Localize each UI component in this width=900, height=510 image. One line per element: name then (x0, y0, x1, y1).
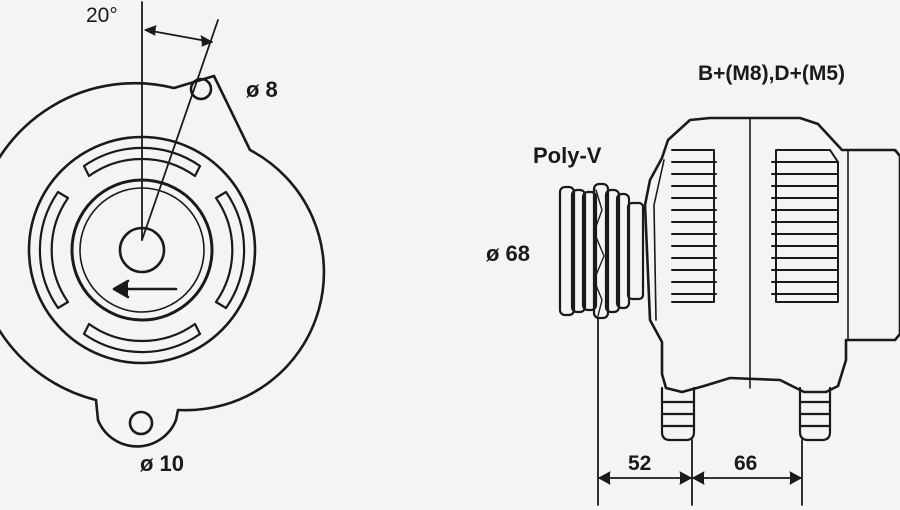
housing-side-outline (643, 116, 900, 394)
mounting-foot-rear (798, 386, 832, 442)
pulley-type-label: Poly-V (533, 143, 602, 168)
mounting-foot-front (660, 386, 696, 442)
cooling-slot-top (82, 146, 202, 178)
poly-v-pulley (558, 182, 645, 320)
front-view (0, 1, 326, 448)
dimension-right-label: 66 (734, 452, 758, 475)
mount-hole-bottom-label: ø 10 (140, 451, 185, 476)
mount-hole-top (189, 77, 213, 101)
cooling-slot-bottom (82, 322, 202, 354)
rotation-arrow (112, 279, 178, 299)
cooling-fins-rear (771, 149, 839, 303)
angle-dimension (141, 1, 219, 241)
front-cover-inner (653, 159, 665, 321)
angled-reference-line (141, 19, 219, 241)
cooling-slot-left (38, 190, 70, 310)
angle-label: 20° (86, 4, 118, 27)
side-view (558, 116, 900, 506)
housing-outline (0, 74, 326, 448)
cooling-slot-right (214, 190, 246, 310)
terminals-label: B+(M8),D+(M5) (698, 62, 846, 85)
pulley-diameter-label: ø 68 (486, 241, 531, 266)
mount-hole-bottom (128, 410, 154, 436)
length-dimensions (597, 317, 803, 506)
cooling-fins-front (671, 149, 717, 303)
dimension-left-label: 52 (628, 452, 652, 475)
mount-hole-top-label: ø 8 (246, 77, 278, 102)
cooling-slots (38, 146, 246, 354)
